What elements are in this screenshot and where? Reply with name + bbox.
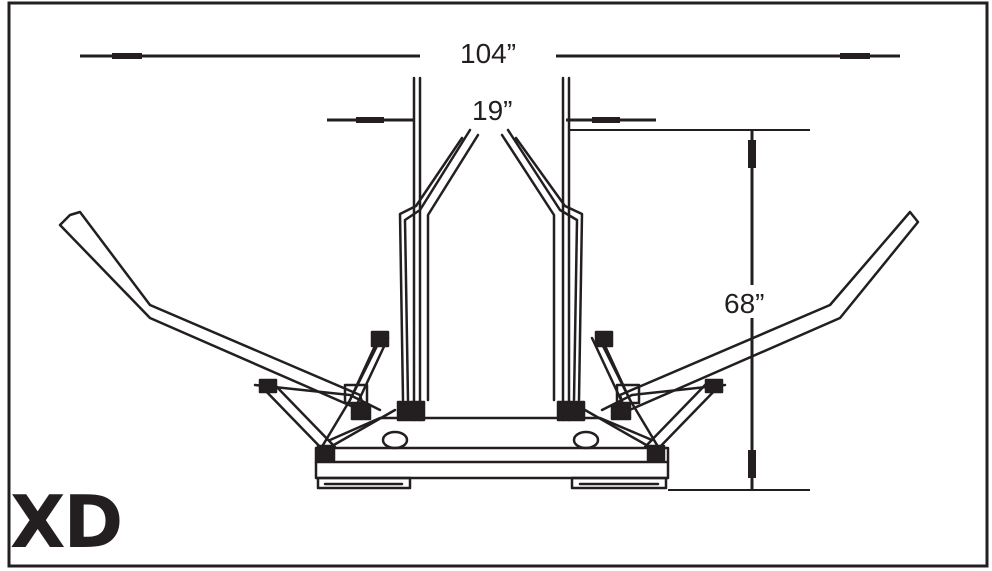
arm-dim-mark-left: [356, 117, 384, 123]
width-dim-mark-right: [840, 53, 870, 59]
height-dim-mark-top: [748, 140, 756, 168]
model-label: XD: [10, 480, 123, 564]
overall-width-label: 104”: [456, 40, 521, 68]
diagram-border: [7, 1, 989, 568]
dimension-lines: [80, 53, 900, 491]
arm-width-label: 19”: [472, 95, 513, 126]
machine-outline: [58, 76, 920, 490]
height-label: 68”: [720, 290, 769, 318]
arm-dim-mark-right: [592, 117, 620, 123]
width-dim-mark-left: [112, 53, 142, 59]
height-dim-mark-bottom: [748, 450, 756, 478]
